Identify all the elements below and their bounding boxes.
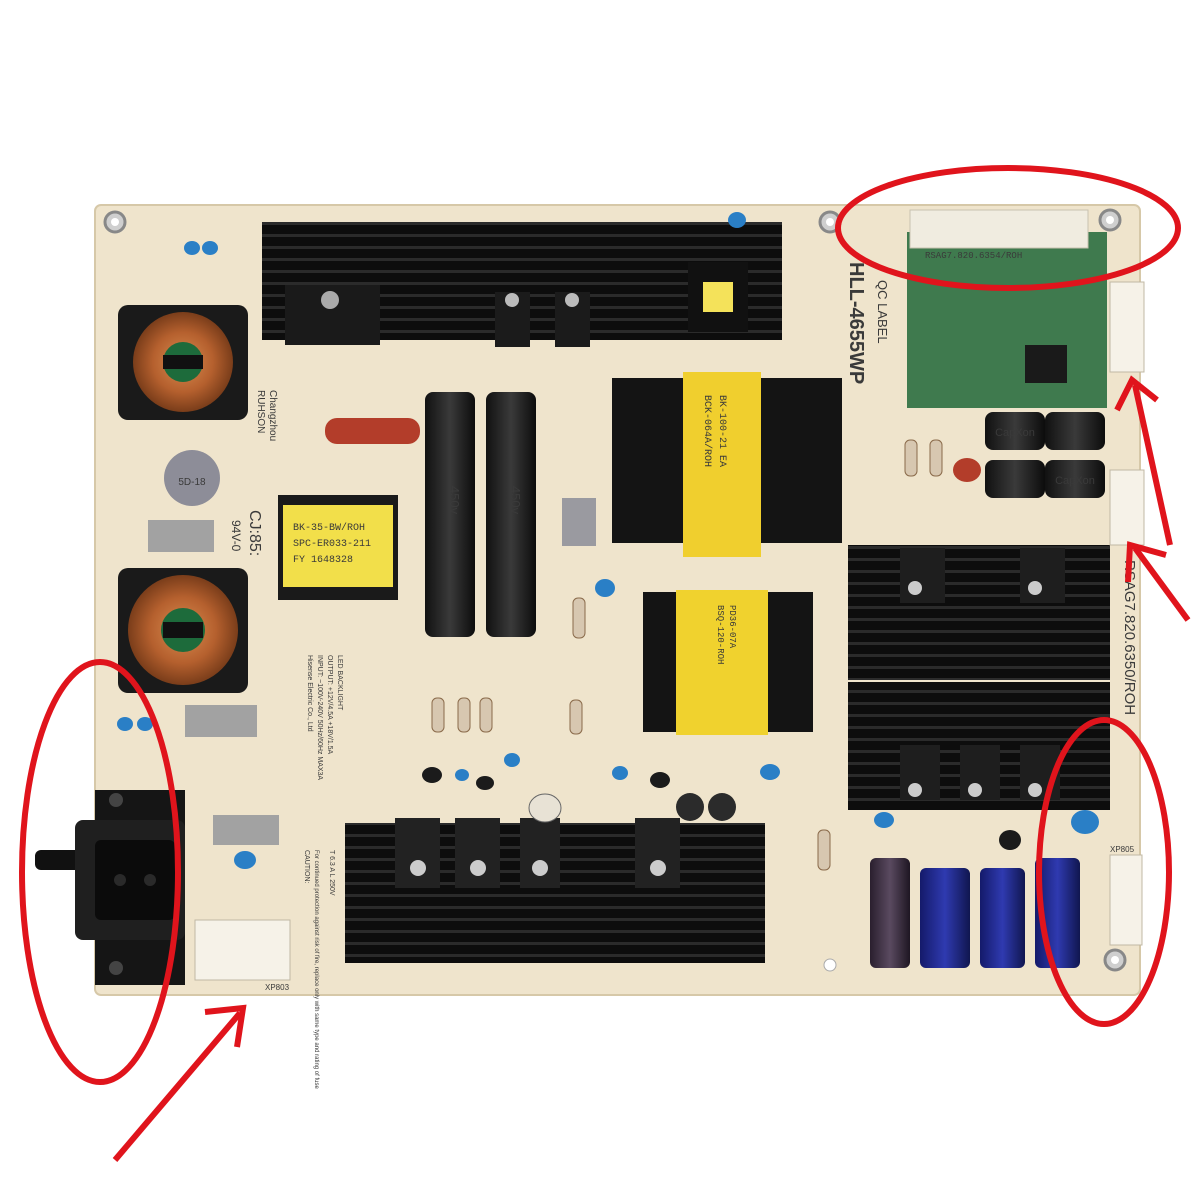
arrow-upper-right-head xyxy=(1114,375,1159,412)
output-capacitors: CapXon CapXon xyxy=(676,412,1105,968)
model-label: HLL-4655WP xyxy=(845,262,867,384)
cm-choke-bottom xyxy=(118,568,248,693)
bulk-cap-voltage-2: 450v xyxy=(508,486,523,515)
arrow-lower-right-shaft xyxy=(1132,546,1191,622)
arrow-upper-right-shaft xyxy=(1132,384,1173,546)
arrow-lower-right-head xyxy=(1125,541,1167,583)
circle-ac-inlet xyxy=(19,659,181,1085)
red-annotations xyxy=(19,165,1191,1162)
varistor: 5D-18 xyxy=(164,450,220,506)
t2-label-2: BK-100-21 EA xyxy=(716,395,727,467)
arrow-bottom-left-shaft xyxy=(112,1011,243,1162)
fine-print-input: INPUT: ~100V-240V 50Hz/60Hz MAX3A xyxy=(316,655,323,780)
caution-title: CAUTION: xyxy=(303,850,310,884)
fine-print-led: LED BACKLIGHT xyxy=(336,655,343,711)
qc-label: QC LABEL xyxy=(875,280,890,344)
mounting-holes xyxy=(103,208,1127,972)
white-connectors[interactable] xyxy=(194,281,1145,981)
bulk-capacitors: 450v 450v xyxy=(425,392,536,637)
led-transformer: PD36-07A BSQ-120-ROH xyxy=(643,590,813,735)
small-inductor xyxy=(688,262,748,332)
caution-body: For continued protection against risk of… xyxy=(313,850,319,1089)
resistors xyxy=(431,439,943,871)
main-transformer: BK-35-BW/ROH SPC-ER033-211 FY 1648328 xyxy=(278,495,398,600)
svg-text:5D-18: 5D-18 xyxy=(178,477,206,488)
ac-inlet[interactable] xyxy=(35,790,185,985)
t1-label-2: SPC-ER033-211 xyxy=(293,539,371,550)
t1-label-1: BK-35-BW/ROH xyxy=(293,522,365,534)
maker-brand: RUHSON xyxy=(255,390,266,433)
cert-text: CJ:85: xyxy=(246,510,263,556)
bottom-heatsink xyxy=(345,818,765,963)
x-capacitors xyxy=(148,498,596,845)
bulk-cap-voltage-1: 450v xyxy=(447,486,462,515)
flammability-rating: 94V-0 xyxy=(229,520,243,552)
arrow-bottom-left-head xyxy=(204,1004,247,1048)
t3-label-1: PD36-07A xyxy=(727,605,737,649)
t3-label-2: BSQ-120-ROH xyxy=(715,605,725,664)
pfc-transformer: BCK-064A/ROH BK-100-21 EA xyxy=(612,372,842,557)
xp805-label: XP805 xyxy=(1110,845,1135,854)
circle-daughter-connector xyxy=(835,165,1181,291)
daughter-board-label: RSAG7.820.6354/ROH xyxy=(925,251,1022,261)
t2-label-1: BCK-064A/ROH xyxy=(701,395,713,467)
maker-city: Changzhou xyxy=(267,390,278,441)
fine-print-company: Hisense Electric Co., Ltd xyxy=(306,655,313,732)
fine-print-output: OUTPUT: +12V/4.5A +18V/1.5A xyxy=(326,655,333,755)
circle-output-connector xyxy=(1036,717,1172,1027)
silkscreen-labels: HLL-4655WP QC LABEL CJ:85: 94V-0 RUHSON … xyxy=(229,262,1135,1089)
blue-ceramic-capacitors xyxy=(117,212,1099,869)
xp803-label: XP803 xyxy=(265,983,290,992)
cm-choke-top xyxy=(118,305,248,420)
control-daughter-board: RSAG7.820.6354/ROH xyxy=(907,209,1107,408)
right-heatsink: RSAG7.820.6350/ROH xyxy=(848,545,1138,810)
capxon-label-2: CapXon xyxy=(1055,475,1095,487)
fuse-rating: T 6.3 A L 250V xyxy=(328,850,335,896)
small-transistors xyxy=(422,767,1021,850)
red-film-capacitors xyxy=(325,418,981,482)
board-part-number: RSAG7.820.6350/ROH xyxy=(1121,560,1138,715)
capxon-label-1: CapXon xyxy=(995,427,1035,439)
t1-label-3: FY 1648328 xyxy=(293,555,353,566)
